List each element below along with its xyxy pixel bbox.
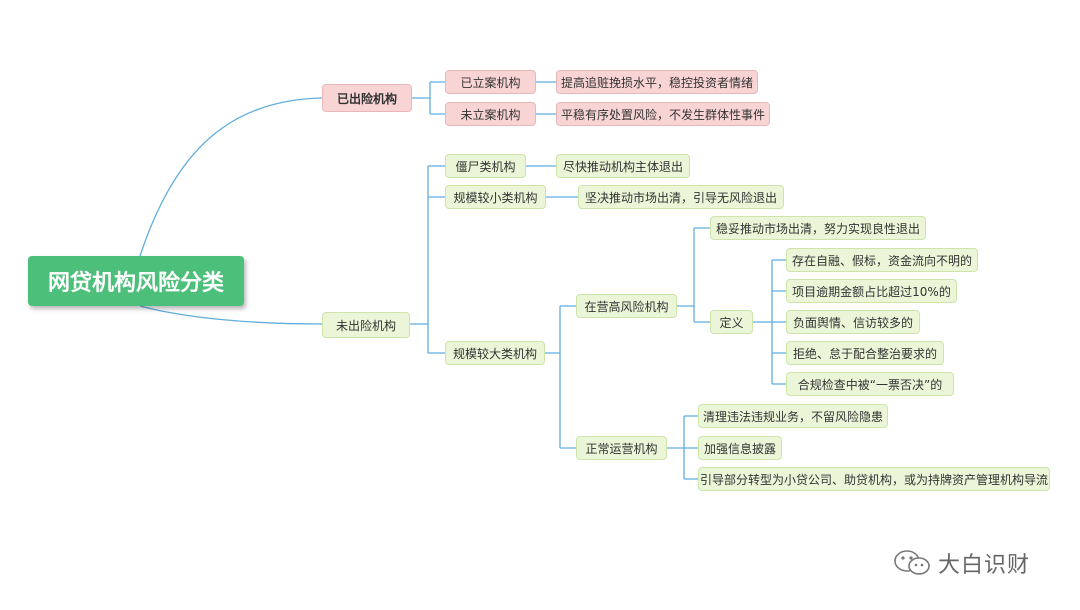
- node-unregistered: 未立案机构: [445, 102, 536, 126]
- watermark: 大白识财: [892, 548, 1030, 578]
- node-zombie: 僵尸类机构: [445, 154, 526, 178]
- definition-item: 负面舆情、信访较多的: [786, 310, 920, 334]
- node-exited: 已出险机构: [322, 84, 412, 112]
- connector-root-not-exited: [139, 305, 323, 325]
- connector-not-exited-children: [410, 165, 445, 354]
- definition-item: 项目逾期金额占比超过10%的: [786, 279, 957, 303]
- node-registered-action: 提高追赃挽损水平，稳控投资者情绪: [556, 70, 758, 94]
- connector-root-exited: [139, 97, 323, 257]
- connector-large-children: [545, 305, 576, 449]
- normal-item: 清理违法违规业务，不留风险隐患: [698, 404, 888, 428]
- root-node: 网贷机构风险分类: [28, 256, 244, 306]
- node-not-exited: 未出险机构: [322, 312, 410, 338]
- normal-item: 加强信息披露: [698, 436, 782, 460]
- node-definition: 定义: [710, 310, 753, 334]
- node-zombie-action: 尽快推动机构主体退出: [556, 154, 690, 178]
- connector-exited-children: [412, 81, 445, 115]
- definition-item: 合规检查中被“一票否决”的: [786, 372, 954, 396]
- watermark-text: 大白识财: [938, 553, 1031, 578]
- node-unregistered-action: 平稳有序处置风险，不发生群体性事件: [556, 102, 770, 126]
- wechat-icon: [894, 550, 930, 575]
- node-small-action: 坚决推动市场出清，引导无风险退出: [578, 185, 784, 209]
- definition-item: 存在自融、假标，资金流向不明的: [786, 248, 978, 272]
- normal-item: 引导部分转型为小贷公司、助贷机构，或为持牌资产管理机构导流: [698, 467, 1050, 491]
- node-large: 规模较大类机构: [445, 341, 545, 365]
- node-registered: 已立案机构: [445, 70, 536, 94]
- connector-high-risk-children: [677, 227, 710, 323]
- node-high-risk-action: 稳妥推动市场出清，努力实现良性退出: [710, 216, 926, 240]
- node-high-risk: 在营高风险机构: [576, 294, 677, 318]
- connector-definition-items: [753, 259, 786, 385]
- node-normal: 正常运营机构: [576, 436, 667, 460]
- definition-item: 拒绝、怠于配合整治要求的: [786, 341, 944, 365]
- connector-normal-items: [667, 415, 698, 480]
- node-small: 规模较小类机构: [445, 185, 546, 209]
